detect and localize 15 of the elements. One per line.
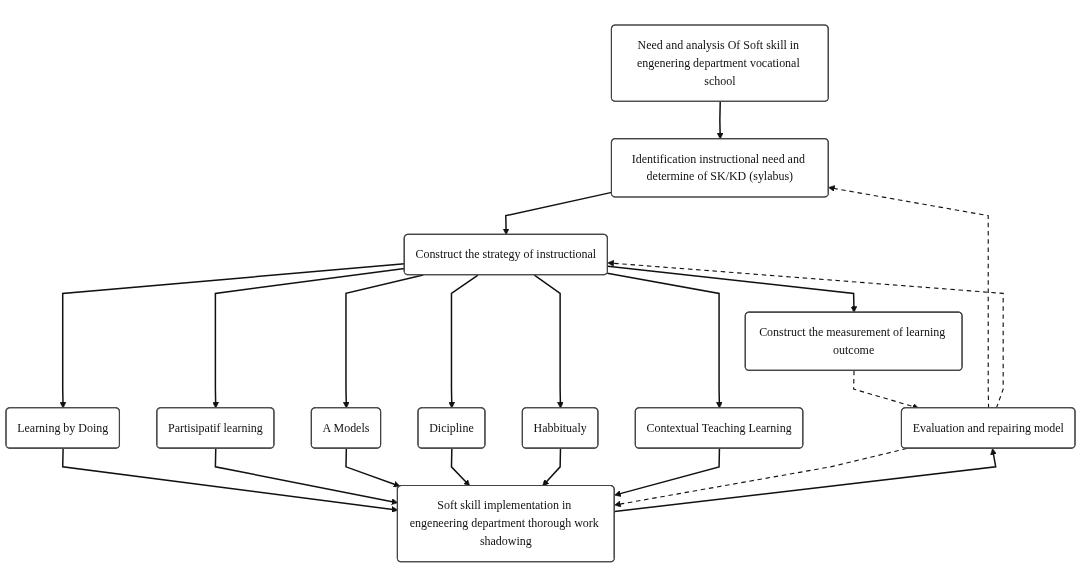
arrow [448, 273, 479, 409]
arrow [214, 447, 399, 505]
arrow [606, 272, 723, 409]
arrow [716, 100, 724, 139]
arrow [345, 447, 401, 487]
arrow [614, 447, 721, 497]
arrow [342, 273, 424, 409]
arrow [614, 447, 908, 507]
arrow [607, 265, 858, 313]
arrow [607, 259, 1004, 409]
arrow [450, 447, 470, 486]
arrow [542, 447, 562, 486]
arrow [533, 273, 564, 409]
arrow [61, 447, 399, 513]
arrow [828, 184, 990, 409]
